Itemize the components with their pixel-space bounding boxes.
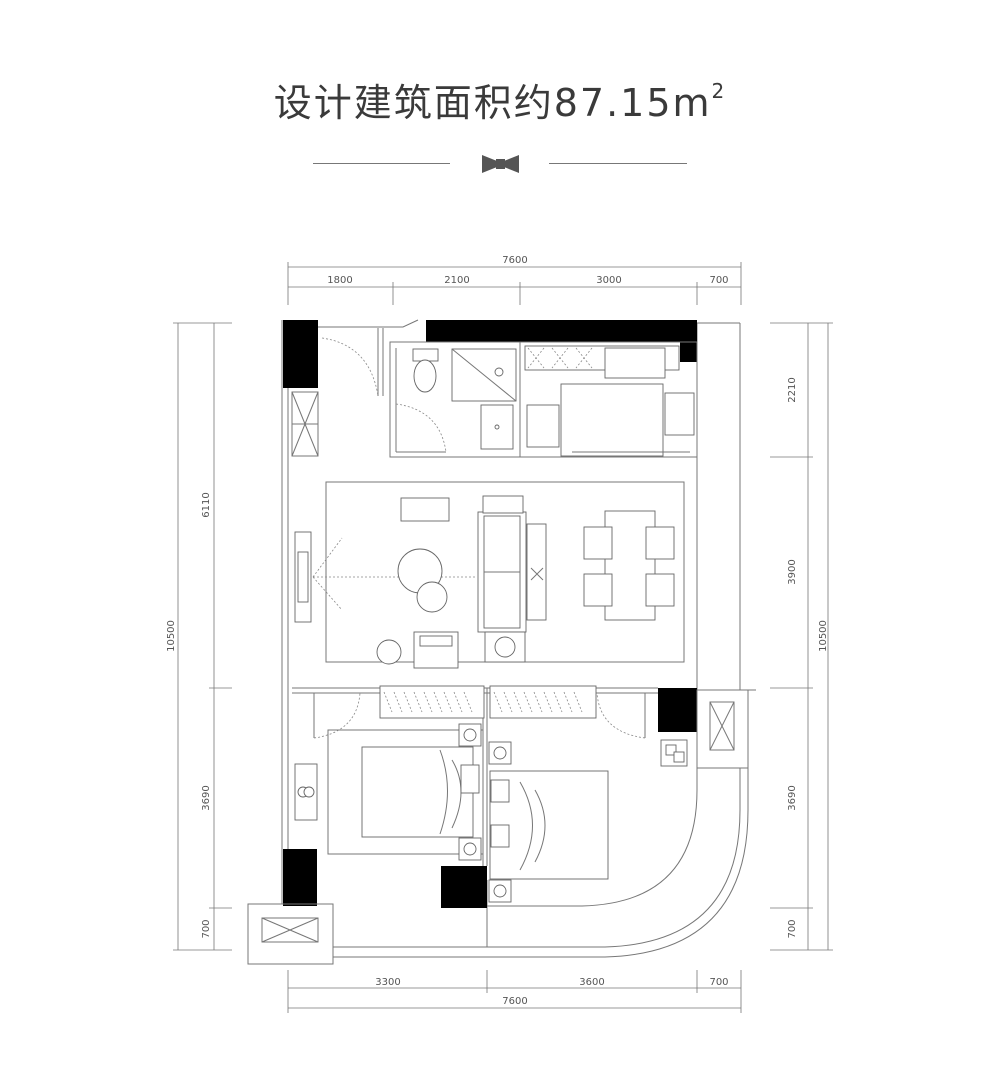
side-stool — [376, 639, 402, 665]
dim-top-total: 7600 — [502, 255, 527, 266]
decorative-line-left — [313, 163, 450, 164]
bowtie-icon — [482, 155, 519, 173]
dim-right-seg-4: 700 — [787, 919, 798, 938]
toilet-icon — [413, 359, 437, 393]
bedroom-right — [488, 739, 688, 903]
dim-bottom-seg-1: 3300 — [375, 977, 400, 988]
toilet-tank — [412, 348, 439, 362]
dining-chair — [583, 526, 613, 560]
dim-left-seg-1: 6110 — [201, 492, 212, 517]
bed-left — [361, 746, 474, 838]
dim-right-seg-1: 2210 — [787, 377, 798, 402]
lamp-table — [482, 495, 524, 514]
right-window — [696, 689, 756, 769]
dim-bottom-seg-2: 3600 — [579, 977, 604, 988]
coffee-table-small — [416, 581, 448, 613]
dim-left-seg-2: 3690 — [201, 785, 212, 810]
dim-right-seg-3: 3690 — [787, 785, 798, 810]
cooktop-icon — [604, 347, 666, 379]
dining-chair — [583, 573, 613, 607]
sofa-table — [526, 523, 547, 621]
dining-chair — [645, 526, 675, 560]
bottom-left-window — [247, 903, 334, 965]
fridge — [526, 404, 560, 448]
dim-bottom-total: 7600 — [502, 996, 527, 1007]
kitchen-island — [560, 383, 664, 457]
bed-right — [489, 770, 609, 880]
sink-icon — [664, 392, 695, 436]
walls — [283, 320, 697, 908]
kitchen — [519, 341, 698, 458]
bedroom-partitions — [292, 685, 658, 866]
rug — [400, 497, 450, 522]
dim-left-seg-3: 700 — [201, 919, 212, 938]
dim-left-total: 10500 — [166, 620, 177, 652]
dim-top-seg-2: 2100 — [444, 275, 469, 286]
dim-right-seg-2: 3900 — [787, 559, 798, 584]
dim-top-seg-4: 700 — [709, 275, 728, 286]
bedroom-left — [294, 723, 484, 861]
living-dining — [294, 481, 685, 669]
wardrobe-left — [379, 685, 485, 719]
entry-door — [321, 328, 384, 397]
dining-chair — [645, 573, 675, 607]
decorative-line-right — [549, 163, 687, 164]
bathroom — [389, 341, 521, 458]
dim-top-seg-3: 3000 — [596, 275, 621, 286]
wardrobe-right — [489, 685, 597, 719]
page-title: 设计建筑面积约87.15m2 — [0, 72, 1000, 127]
entry-wall-line — [318, 319, 419, 328]
dim-bottom-seg-3: 700 — [709, 977, 728, 988]
dim-right-total: 10500 — [818, 620, 829, 652]
dim-top-seg-1: 1800 — [327, 275, 352, 286]
left-window — [291, 391, 319, 457]
title-text: 设计建筑面积约87.15m — [273, 81, 712, 125]
title-superscript: 2 — [711, 79, 727, 104]
dimension-lines — [173, 262, 833, 1013]
